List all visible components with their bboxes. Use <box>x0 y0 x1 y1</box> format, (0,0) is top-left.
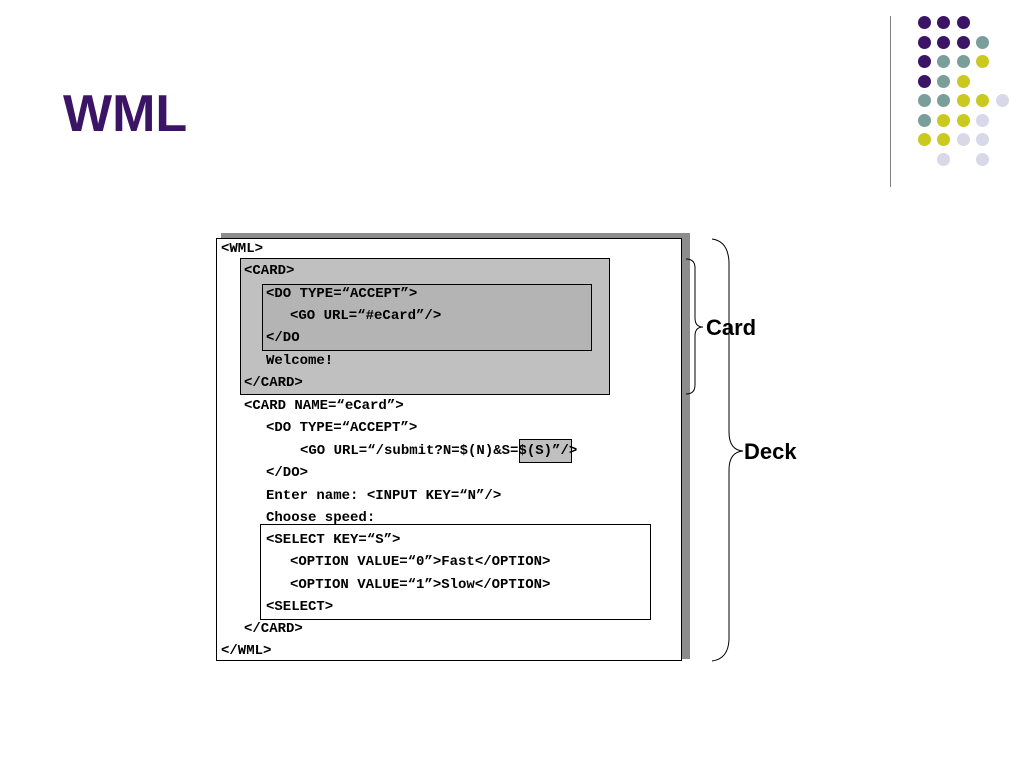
decorative-dot <box>976 113 989 127</box>
decorative-dot <box>917 74 931 88</box>
decorative-dot <box>956 94 970 107</box>
code-line-card-close-2: </CARD> <box>244 621 303 637</box>
decorative-dot <box>917 133 931 146</box>
decorative-dot <box>937 74 950 88</box>
code-line-go-url: <GO URL=“#eCard”/> <box>290 308 442 324</box>
decorative-dot <box>917 55 931 68</box>
code-line-card-close: </CARD> <box>244 375 303 391</box>
decorative-dot <box>956 55 970 68</box>
decorative-dot <box>956 16 970 29</box>
decorative-dot <box>976 94 989 107</box>
code-line-select-close: <SELECT> <box>266 599 334 615</box>
slide-title: WML <box>63 85 188 143</box>
decorative-dot <box>956 113 970 127</box>
decorative-dot <box>937 113 950 127</box>
code-line-go-submit: <GO URL=“/submit?N=$(N)&S=$(S)”/> <box>300 443 578 459</box>
decorative-dot <box>956 74 970 88</box>
variable-reference-highlight <box>519 439 572 463</box>
do-element-highlight <box>262 284 592 351</box>
deck-label: Deck <box>744 439 797 464</box>
decorative-dot <box>937 35 950 49</box>
code-line-card-name-open: <CARD NAME=“eCard”> <box>244 398 404 414</box>
decorative-dot <box>937 152 950 166</box>
code-line-option-slow: <OPTION VALUE=“1”>Slow</OPTION> <box>290 577 551 593</box>
card-brace <box>685 258 704 395</box>
decorative-dot <box>937 55 950 68</box>
code-line-do-open: <DO TYPE=“ACCEPT”> <box>266 286 418 302</box>
deck-brace <box>711 238 744 662</box>
code-line-do-close-2: </DO> <box>266 465 309 481</box>
code-line-wml-open: <WML> <box>221 241 264 257</box>
code-line-option-fast: <OPTION VALUE=“0”>Fast</OPTION> <box>290 554 551 570</box>
title-divider-line <box>890 16 891 187</box>
decorative-dot <box>976 55 989 68</box>
decorative-dot <box>937 16 950 29</box>
select-element-box <box>260 524 651 620</box>
decorative-dot <box>976 152 989 166</box>
decorative-dot <box>976 133 989 146</box>
decorative-dot <box>917 94 931 107</box>
decorative-dot <box>917 113 931 127</box>
decorative-dot <box>995 94 1009 107</box>
decorative-dot <box>976 35 989 49</box>
decorative-dot <box>917 35 931 49</box>
decorative-dot <box>956 35 970 49</box>
decorative-dot <box>956 133 970 146</box>
code-line-do-open-2: <DO TYPE=“ACCEPT”> <box>266 420 418 436</box>
code-line-choose-speed: Choose speed: <box>266 510 376 526</box>
code-line-welcome: Welcome! <box>266 353 334 369</box>
decorative-dot <box>937 94 950 107</box>
card-label: Card <box>706 315 757 340</box>
decorative-dot <box>937 133 950 146</box>
decorative-dot <box>917 16 931 29</box>
code-line-enter-name: Enter name: <INPUT KEY=“N”/> <box>266 488 502 504</box>
code-line-select-open: <SELECT KEY=“S”> <box>266 532 401 548</box>
code-line-card-open: <CARD> <box>244 263 295 279</box>
code-line-do-close: </DO <box>266 330 300 346</box>
code-line-wml-close: </WML> <box>221 643 272 659</box>
